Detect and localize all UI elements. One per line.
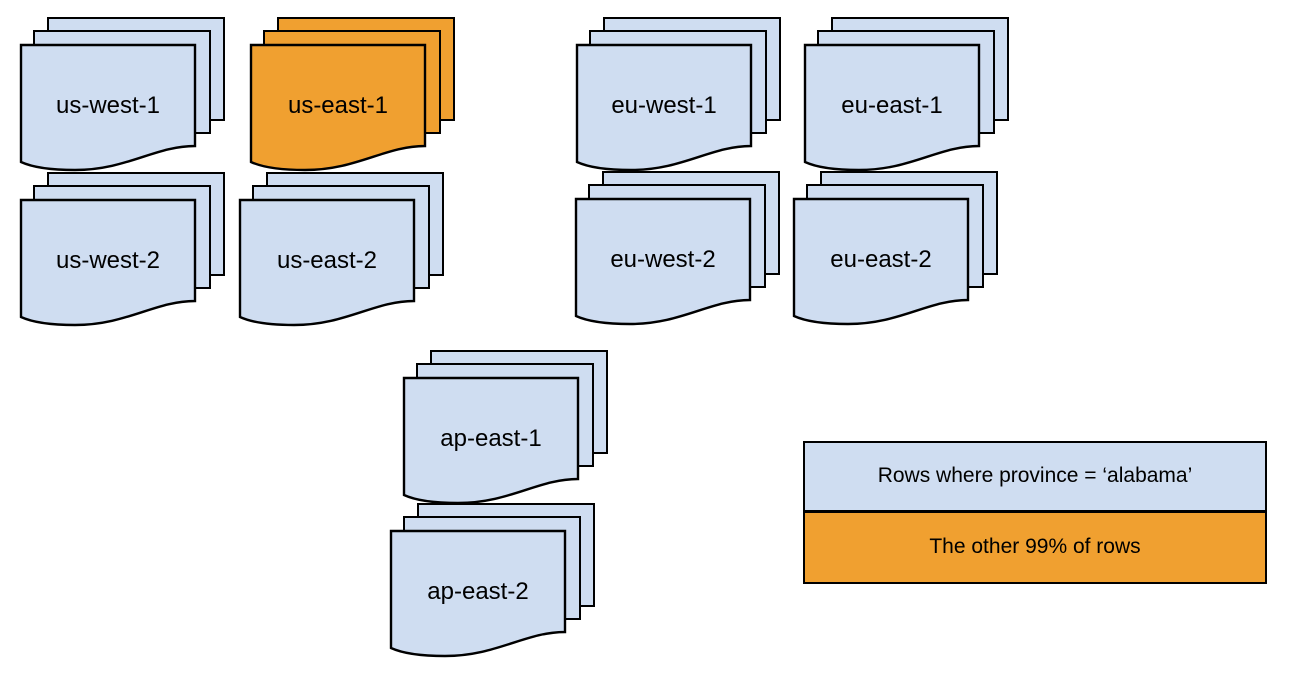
region-label: us-west-1 — [55, 92, 161, 119]
region-stack-eu-east-2: eu-east-2 — [792, 171, 998, 329]
legend-label: The other 99% of rows — [929, 535, 1141, 559]
region-stack-us-east-2: us-east-2 — [238, 172, 444, 330]
region-stack-us-west-1: us-west-1 — [19, 17, 225, 175]
region-label: ap-east-1 — [440, 425, 542, 452]
region-stack-us-west-2: us-west-2 — [19, 172, 225, 330]
region-stack-ap-east-1: ap-east-1 — [402, 350, 608, 508]
region-label: eu-east-2 — [830, 246, 932, 273]
region-label: eu-east-1 — [841, 92, 943, 119]
region-label: ap-east-2 — [427, 578, 529, 605]
region-label: eu-west-2 — [610, 246, 716, 273]
region-label: us-east-2 — [276, 247, 378, 274]
region-label: us-east-1 — [287, 92, 389, 119]
region-label: eu-west-1 — [611, 92, 717, 119]
legend-item-selected-rows: Rows where province = ‘alabama’ — [805, 443, 1265, 513]
legend-label: Rows where province = ‘alabama’ — [877, 464, 1193, 488]
region-label: us-west-2 — [55, 247, 161, 274]
region-stack-eu-west-2: eu-west-2 — [574, 171, 780, 329]
region-stack-ap-east-2: ap-east-2 — [389, 503, 595, 661]
region-stack-eu-west-1: eu-west-1 — [575, 17, 781, 175]
legend: Rows where province = ‘alabama’ The othe… — [803, 441, 1267, 584]
legend-item-other-rows: The other 99% of rows — [805, 512, 1265, 582]
region-stack-us-east-1: us-east-1 — [249, 17, 455, 175]
region-stack-eu-east-1: eu-east-1 — [803, 17, 1009, 175]
